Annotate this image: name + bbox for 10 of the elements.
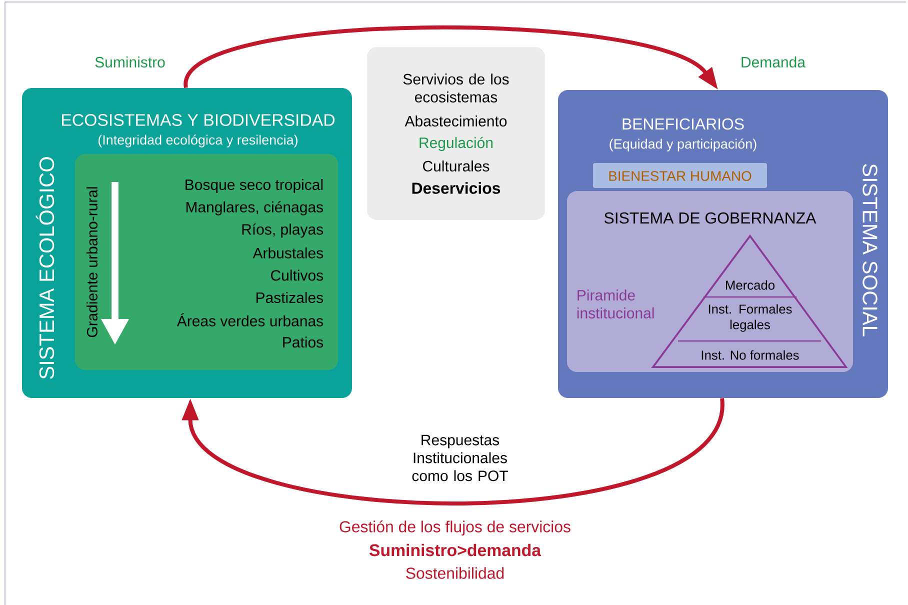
edge-label: Respuestas Institucionales como los POT <box>401 434 519 482</box>
wellbeing-bar: BIENESTAR HUMANO <box>593 163 767 188</box>
caption-line: Sostenibilidad <box>406 567 504 579</box>
services-box: Servivios de los ecosistemas Abastecimiento Regulación Culturales Deservicios <box>367 47 545 220</box>
caption-line: Gestión de los flujos de servicios <box>340 520 570 536</box>
caption-line: Suministro>demanda <box>369 544 542 556</box>
habitat-panel: Gradiente urbano-rural Bosque seco tropical Manglares, ciénagas Ríos, playas Arbustales Cultivos Pastizales Áreas verdes urbanas Patios <box>75 154 338 370</box>
arrow <box>182 398 724 506</box>
flow-label: Suministro <box>95 56 165 68</box>
flow-label: Demanda <box>742 56 806 68</box>
